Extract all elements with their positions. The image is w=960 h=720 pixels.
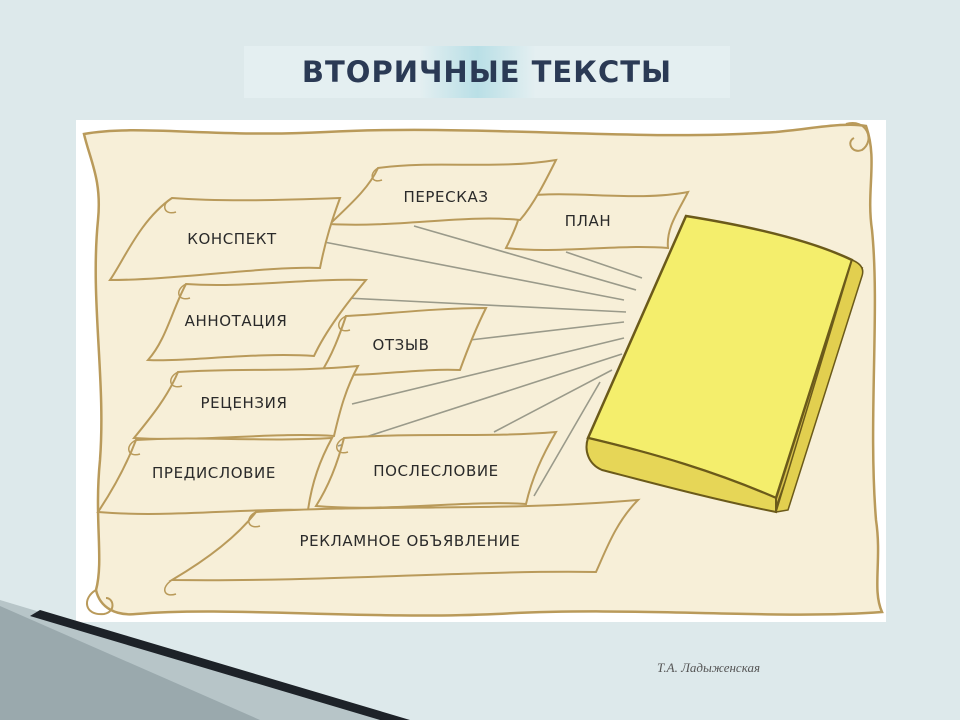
diagram-frame: ПЛАН ПЕРЕСКАЗ КОНСПЕКТ АННОТАЦИЯ ОТЗЫВ Р… [76,120,886,622]
scroll-label-konspekt: КОНСПЕКТ [187,230,277,248]
scroll-otzyv: ОТЗЫВ [318,306,488,376]
corner-decoration [0,600,410,720]
scroll-label-reklamnoe: РЕКЛАМНОЕ ОБЪЯВЛЕНИЕ [299,532,520,550]
scroll-label-retsenziya: РЕЦЕНЗИЯ [201,394,288,412]
scroll-annotatsiya: АННОТАЦИЯ [145,278,369,362]
page-title: ВТОРИЧНЫЕ ТЕКСТЫ [301,55,673,89]
diagram-canvas: ПЛАН ПЕРЕСКАЗ КОНСПЕКТ АННОТАЦИЯ ОТЗЫВ Р… [82,121,884,617]
scroll-konspekt: КОНСПЕКТ [108,196,342,282]
connector-lines [323,225,643,497]
scroll-label-predislovie: ПРЕДИСЛОВИЕ [152,464,276,482]
scroll-reklamnoe: РЕКЛАМНОЕ ОБЪЯВЛЕНИЕ [164,498,641,596]
scroll-label-poslesovie: ПОСЛЕСЛОВИЕ [373,462,498,480]
scroll-poslesovie: ПОСЛЕСЛОВИЕ [314,430,558,509]
scroll-pereskaz: ПЕРЕСКАЗ [327,158,558,226]
title-banner: ВТОРИЧНЫЕ ТЕКСТЫ [244,46,730,98]
scroll-label-otzyv: ОТЗЫВ [372,336,429,354]
scroll-retsenziya: РЕЦЕНЗИЯ [131,364,360,440]
scroll-label-pereskaz: ПЕРЕСКАЗ [403,188,488,206]
parchment-curl-top-right [845,121,870,152]
scroll-label-plan: ПЛАН [565,212,612,230]
scroll-plan: ПЛАН [504,190,690,251]
parchment-curl-bottom-left [86,589,114,616]
author-caption: Т.А. Ладыженская [657,660,760,675]
scroll-label-annotatsiya: АННОТАЦИЯ [185,312,288,330]
book-icon [585,214,864,514]
scroll-predislovie: ПРЕДИСЛОВИЕ [96,436,334,515]
